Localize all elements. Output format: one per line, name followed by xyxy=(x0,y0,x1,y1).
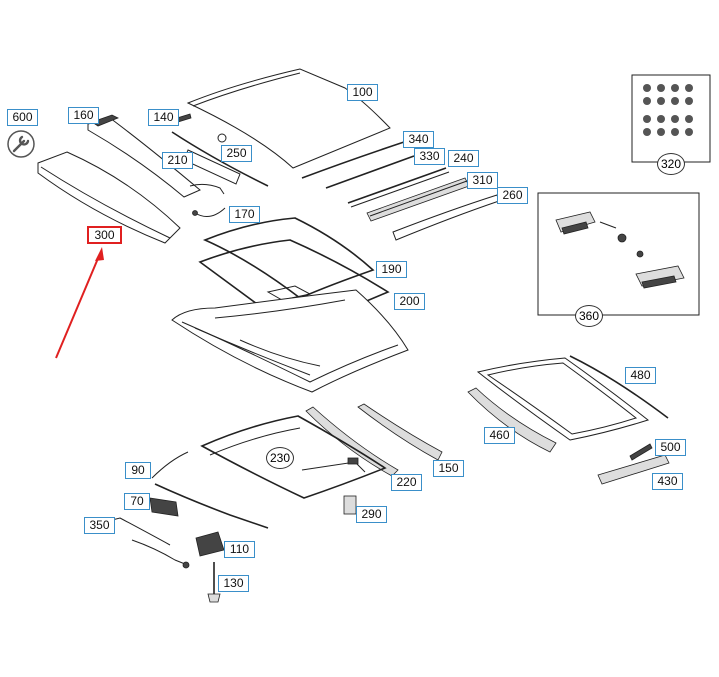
callout-90[interactable]: 90 xyxy=(125,462,151,479)
callout-300-highlighted[interactable]: 300 xyxy=(87,226,122,244)
callout-100[interactable]: 100 xyxy=(347,84,378,101)
front-frame-drawing xyxy=(171,113,269,195)
callout-340[interactable]: 340 xyxy=(403,131,434,148)
clip-kit-box-drawing xyxy=(631,74,711,163)
callout-200[interactable]: 200 xyxy=(394,293,425,310)
wrench-icon xyxy=(7,130,35,158)
callout-320[interactable]: 320 xyxy=(657,153,685,175)
mechanism-kit-box-drawing xyxy=(537,192,700,316)
callout-430[interactable]: 430 xyxy=(652,473,683,490)
rear-hardware-drawing xyxy=(597,443,670,485)
callout-360[interactable]: 360 xyxy=(575,305,603,327)
highlight-arrow-icon xyxy=(55,247,104,359)
callout-220[interactable]: 220 xyxy=(391,474,422,491)
callout-260[interactable]: 260 xyxy=(497,187,528,204)
callout-150[interactable]: 150 xyxy=(433,460,464,477)
seal-strips-drawing xyxy=(301,141,450,208)
callout-160[interactable]: 160 xyxy=(68,107,99,124)
callout-130[interactable]: 130 xyxy=(218,575,249,592)
side-rails-drawing xyxy=(305,403,443,477)
callout-70[interactable]: 70 xyxy=(124,493,150,510)
module-290-drawing xyxy=(343,495,357,515)
callout-110[interactable]: 110 xyxy=(224,541,255,558)
callout-240[interactable]: 240 xyxy=(448,150,479,167)
callout-250[interactable]: 250 xyxy=(221,145,252,162)
callout-290[interactable]: 290 xyxy=(356,506,387,523)
callout-350[interactable]: 350 xyxy=(84,517,115,534)
callout-230[interactable]: 230 xyxy=(266,447,294,469)
callout-460[interactable]: 460 xyxy=(484,427,515,444)
drain-frame-drawing xyxy=(200,415,387,499)
callout-500[interactable]: 500 xyxy=(655,439,686,456)
callout-140[interactable]: 140 xyxy=(148,109,179,126)
rear-glass-drawing xyxy=(467,355,669,453)
roof-frame-drawing xyxy=(171,289,409,393)
callout-310[interactable]: 310 xyxy=(467,172,498,189)
callout-210[interactable]: 210 xyxy=(162,152,193,169)
sunshade-panel-drawing xyxy=(37,151,181,244)
callout-190[interactable]: 190 xyxy=(376,261,407,278)
callout-480[interactable]: 480 xyxy=(625,367,656,384)
cable-170-drawing xyxy=(192,207,226,218)
callout-330[interactable]: 330 xyxy=(414,148,445,165)
callout-170[interactable]: 170 xyxy=(229,206,260,223)
callout-600[interactable]: 600 xyxy=(7,109,38,126)
roof-glass-panel-drawing xyxy=(186,68,391,169)
wiring-motors-drawing xyxy=(111,451,269,603)
